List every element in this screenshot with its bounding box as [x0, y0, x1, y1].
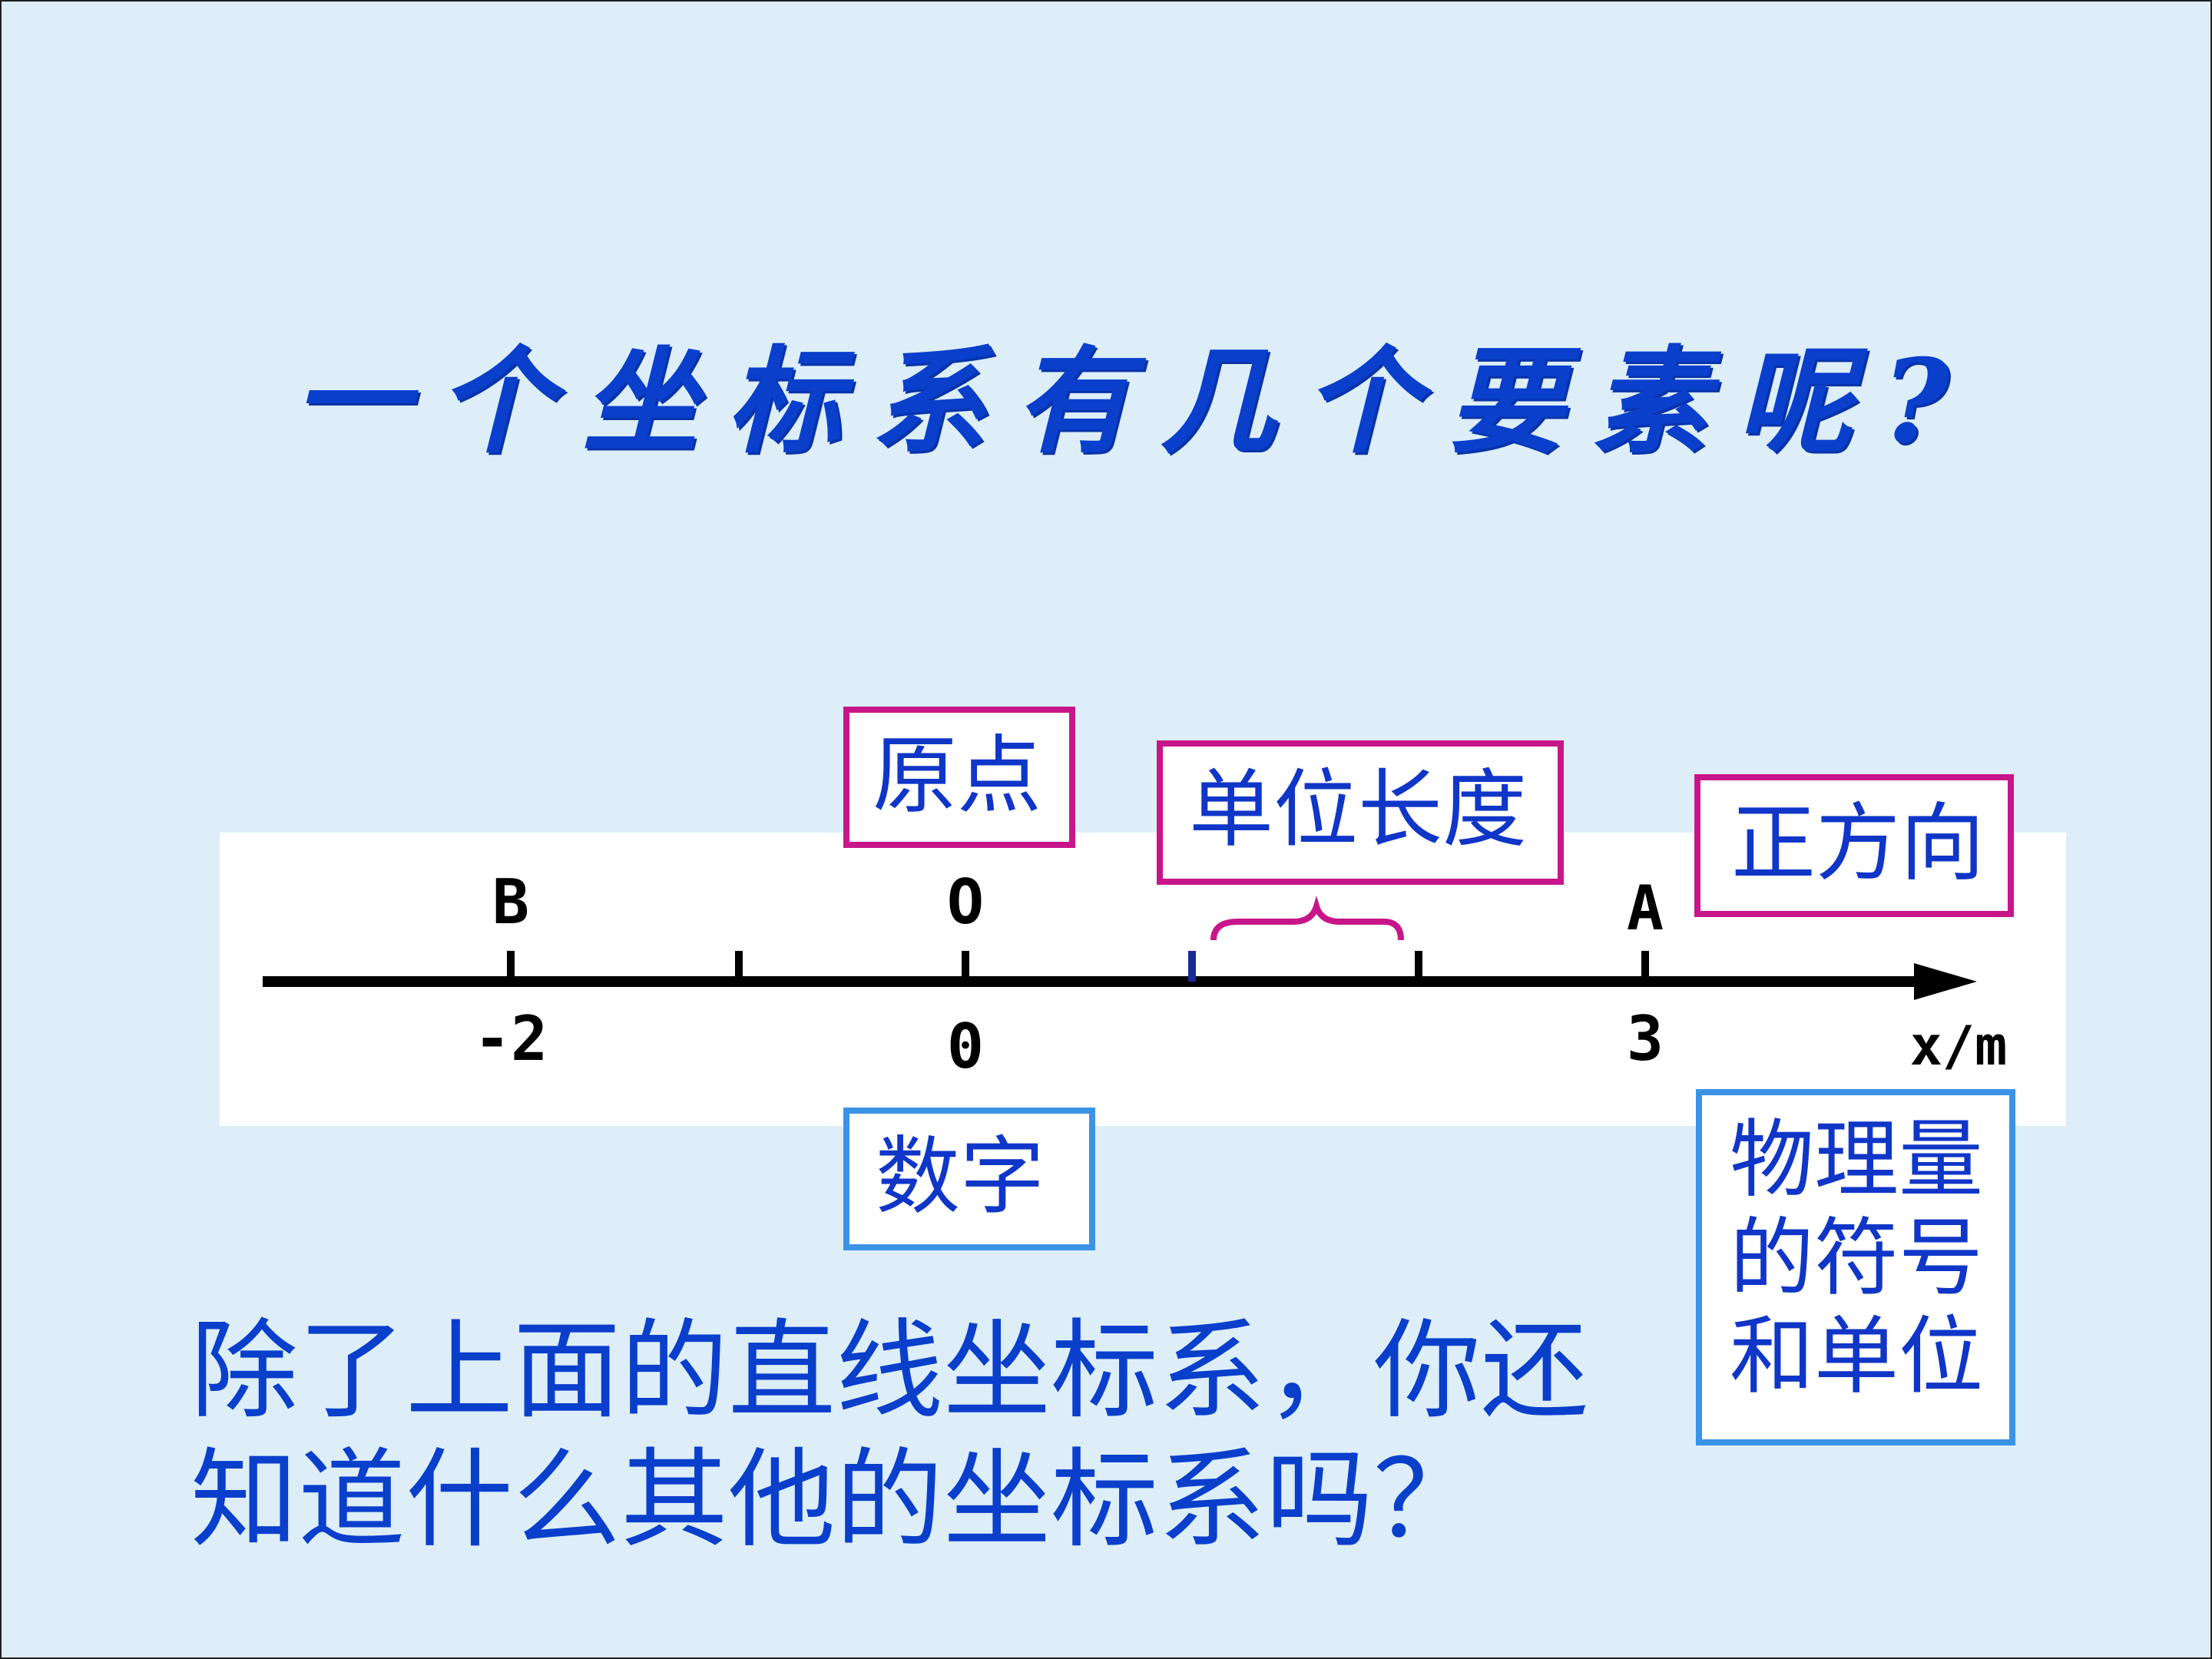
question-line-1: 除了上面的直线坐标系，你还 [190, 1309, 1589, 1434]
unit-length-brace [1210, 896, 1404, 941]
axis-arrow-icon [1914, 963, 1977, 1000]
positive-direction-label: 正方向 [1731, 794, 1985, 892]
number-label-0: 0 [947, 1011, 984, 1082]
symbol-unit-label-line2: 的符号 [1730, 1209, 1983, 1307]
symbol-unit-label-line3: 和单位 [1730, 1307, 1983, 1406]
number-label-3: 3 [1627, 1003, 1664, 1075]
slide-title: 一个坐标系有几个要素呢? [293, 334, 1979, 469]
numbers-label-box: 数字 [843, 1108, 1095, 1250]
number-label-minus-2: -2 [474, 1003, 548, 1075]
point-label-b: B [492, 866, 529, 938]
point-label-a: A [1627, 873, 1664, 944]
question-line-2: 知道什么其他的坐标系吗？ [190, 1438, 1482, 1563]
origin-label: 原点 [873, 727, 1041, 825]
unit-length-label-box: 单位长度 [1157, 740, 1564, 885]
positive-direction-label-box: 正方向 [1694, 774, 2014, 917]
origin-label-box: 原点 [843, 707, 1075, 848]
question-text: 除了上面的直线坐标系，你还 知道什么其他的坐标系吗？ [190, 1307, 1588, 1565]
axis-unit-label: x/m [1910, 1015, 2007, 1078]
symbol-unit-label-line1: 物理量 [1730, 1111, 1983, 1209]
numbers-label: 数字 [876, 1128, 1045, 1226]
point-label-o: O [947, 866, 984, 938]
unit-length-label: 单位长度 [1189, 760, 1527, 859]
symbol-unit-label-box: 物理量 的符号 和单位 [1696, 1089, 2015, 1445]
